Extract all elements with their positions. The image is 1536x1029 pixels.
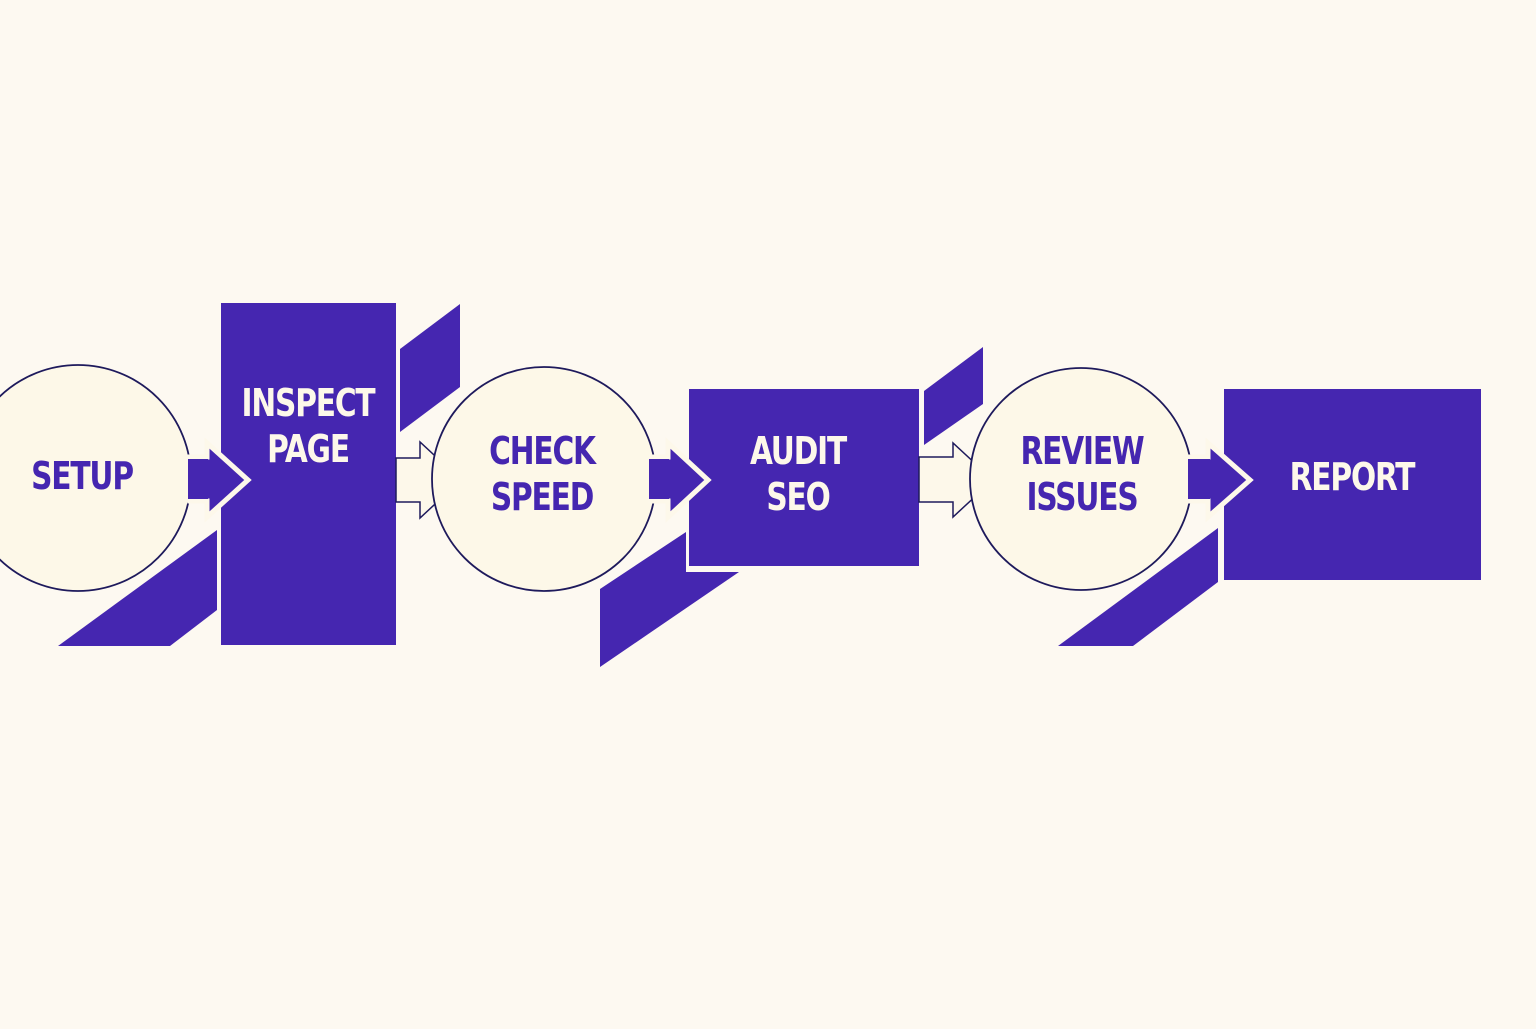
step-setup-label: SETUP [31,453,134,499]
decorative-parallelogram-2 [400,304,460,432]
step-report-label: REPORT [1289,454,1416,500]
arrow-shaft-1 [188,459,208,499]
label-line: AUDIT [749,429,847,473]
step-audit-seo-box [689,389,919,566]
label-line: INSPECT [241,381,376,425]
step-inspect-page-box [221,303,396,645]
decorative-parallelogram-4 [924,347,983,445]
label-line: SPEED [490,475,595,519]
arrow-shaft-2 [649,459,669,499]
step-check-speed-label: CHECK SPEED [489,428,596,520]
label-line: ISSUES [1026,475,1138,519]
step-report-box [1224,389,1481,580]
step-inspect-page-label: INSPECT PAGE [241,380,376,472]
label-line: PAGE [267,427,350,471]
label-line: CHECK [489,429,596,473]
label-line: SEO [766,475,830,519]
label-line: REVIEW [1020,429,1145,473]
step-audit-seo-label: AUDIT SEO [749,428,847,520]
decorative-parallelogram-3 [600,532,739,667]
label-line: REPORT [1289,455,1416,499]
arrow-shaft-3 [1188,459,1210,499]
decorative-parallelogram-5 [1058,528,1218,646]
label-line: SETUP [31,454,134,498]
step-review-issues-label: REVIEW ISSUES [1020,428,1145,520]
decorative-parallelogram-1 [58,530,217,646]
